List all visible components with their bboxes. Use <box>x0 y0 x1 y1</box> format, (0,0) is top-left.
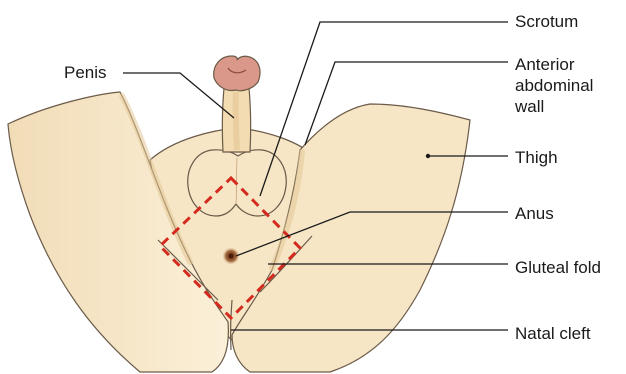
label-thigh: Thigh <box>515 147 558 168</box>
anus-center <box>229 254 234 259</box>
label-penis: Penis <box>64 62 107 83</box>
thigh-marker-dot <box>426 154 430 158</box>
label-anterior-abdominal-wall: Anterior abdominal wall <box>515 54 593 117</box>
penis-shading <box>236 92 237 150</box>
label-scrotum: Scrotum <box>515 11 578 32</box>
label-abd-line-1: Anterior <box>515 54 593 75</box>
label-anus: Anus <box>515 203 554 224</box>
label-natal-cleft: Natal cleft <box>515 323 591 344</box>
label-abd-line-2: abdominal <box>515 75 593 96</box>
label-abd-line-3: wall <box>515 96 593 117</box>
label-gluteal-fold: Gluteal fold <box>515 257 601 278</box>
